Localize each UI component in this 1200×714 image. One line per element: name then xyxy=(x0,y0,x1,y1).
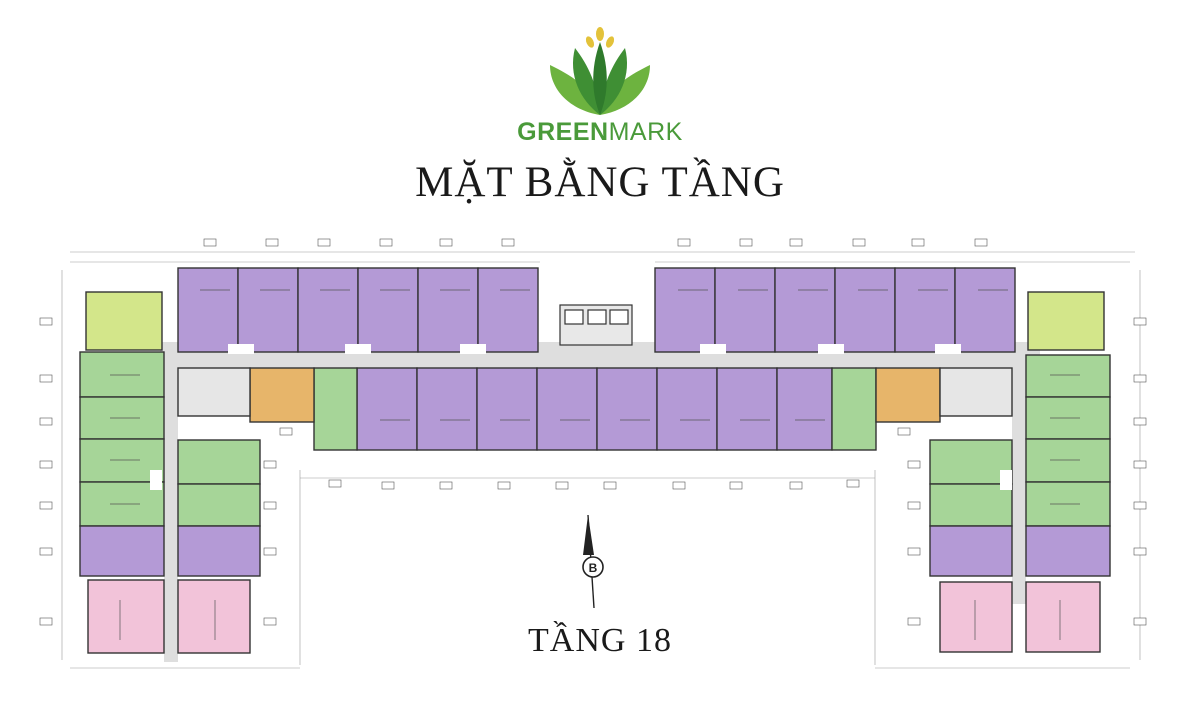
unit-block-top-right xyxy=(654,267,1016,353)
brand-name-green: GREEN xyxy=(517,118,609,146)
floor-label: TẦNG 18 xyxy=(528,622,672,659)
middle-side-units xyxy=(177,367,1013,451)
greenmark-logo xyxy=(550,27,650,115)
compass-letter: B xyxy=(589,561,598,575)
brand-name: GREENMARK xyxy=(0,118,1200,147)
dimension-lines xyxy=(61,251,1141,669)
unit-block-right-wing xyxy=(929,291,1111,653)
unit-block-middle xyxy=(356,367,833,451)
corridor-openings xyxy=(150,344,1012,490)
unit-block-left-wing xyxy=(79,291,261,654)
page-title: MẶT BẰNG TẦNG xyxy=(415,159,785,206)
unit-tags xyxy=(39,238,1147,626)
middle-core xyxy=(559,304,633,346)
room-partitions xyxy=(110,289,1080,640)
compass: B xyxy=(582,514,604,609)
unit-block-top-left xyxy=(177,267,539,353)
brand-name-mark: MARK xyxy=(608,118,683,146)
